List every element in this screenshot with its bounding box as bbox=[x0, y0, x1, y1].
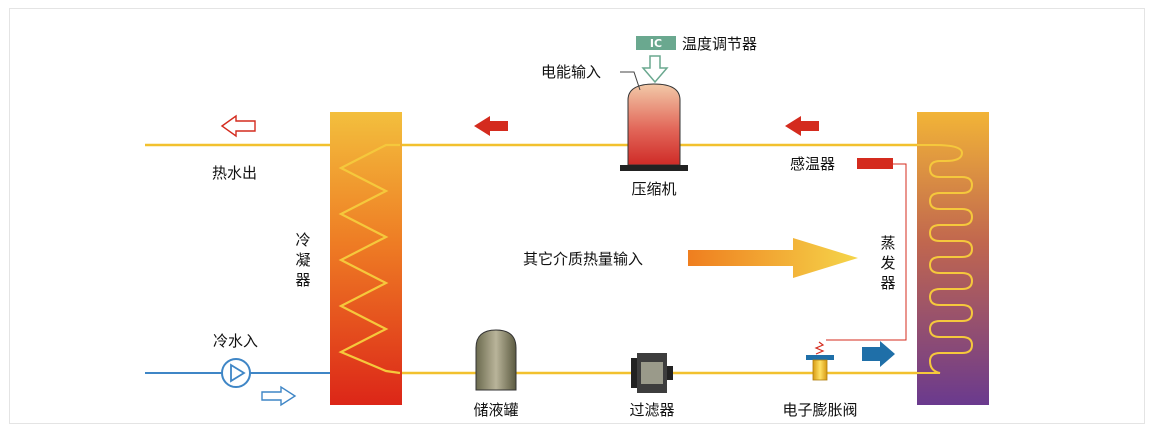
evaporator bbox=[917, 112, 989, 405]
compressor-label: 压缩机 bbox=[631, 180, 676, 198]
cold-water-in-arrow bbox=[261, 385, 297, 407]
receiver-tank bbox=[475, 329, 517, 391]
condenser-label-3: 器 bbox=[295, 271, 310, 289]
other-heat-input-label: 其它介质热量输入 bbox=[523, 250, 643, 268]
flow-arrow-left-2 bbox=[785, 116, 819, 136]
heat-input-arrow bbox=[688, 238, 858, 278]
valve-icon bbox=[806, 341, 834, 381]
temp-sensor-label: 感温器 bbox=[790, 155, 835, 173]
condenser-label-1: 冷 bbox=[295, 231, 310, 249]
temp-regulator-label: 温度调节器 bbox=[682, 35, 757, 53]
flow-arrow-right bbox=[862, 341, 895, 367]
power-arrow-icon bbox=[641, 55, 669, 84]
condenser-coil bbox=[338, 143, 401, 375]
sensor-icon bbox=[826, 158, 907, 341]
filter-icon bbox=[631, 353, 673, 393]
filter-label: 过滤器 bbox=[629, 401, 674, 419]
receiver-tank-label: 储液罐 bbox=[473, 401, 518, 419]
evaporator-label-3: 器 bbox=[880, 274, 895, 292]
flow-arrow-left-1 bbox=[474, 116, 508, 136]
condenser-label-2: 凝 bbox=[295, 251, 310, 269]
evaporator-label-1: 蒸 bbox=[880, 234, 895, 252]
compressor bbox=[620, 83, 688, 171]
ic-chip-label: IC bbox=[650, 37, 662, 50]
hot-water-out-label: 热水出 bbox=[212, 164, 257, 182]
power-input-label: 电能输入 bbox=[541, 63, 601, 81]
evaporator-label-2: 发 bbox=[880, 254, 895, 272]
ic-chip-icon: IC bbox=[636, 36, 676, 50]
cold-water-in-label: 冷水入 bbox=[213, 332, 258, 350]
hot-water-out-arrow bbox=[220, 114, 256, 138]
expansion-valve-label: 电子膨胀阀 bbox=[782, 401, 857, 419]
condenser bbox=[330, 112, 402, 405]
evaporator-coil bbox=[917, 144, 974, 374]
circulation-pump-icon bbox=[221, 358, 251, 388]
power-input-leader bbox=[620, 71, 641, 91]
